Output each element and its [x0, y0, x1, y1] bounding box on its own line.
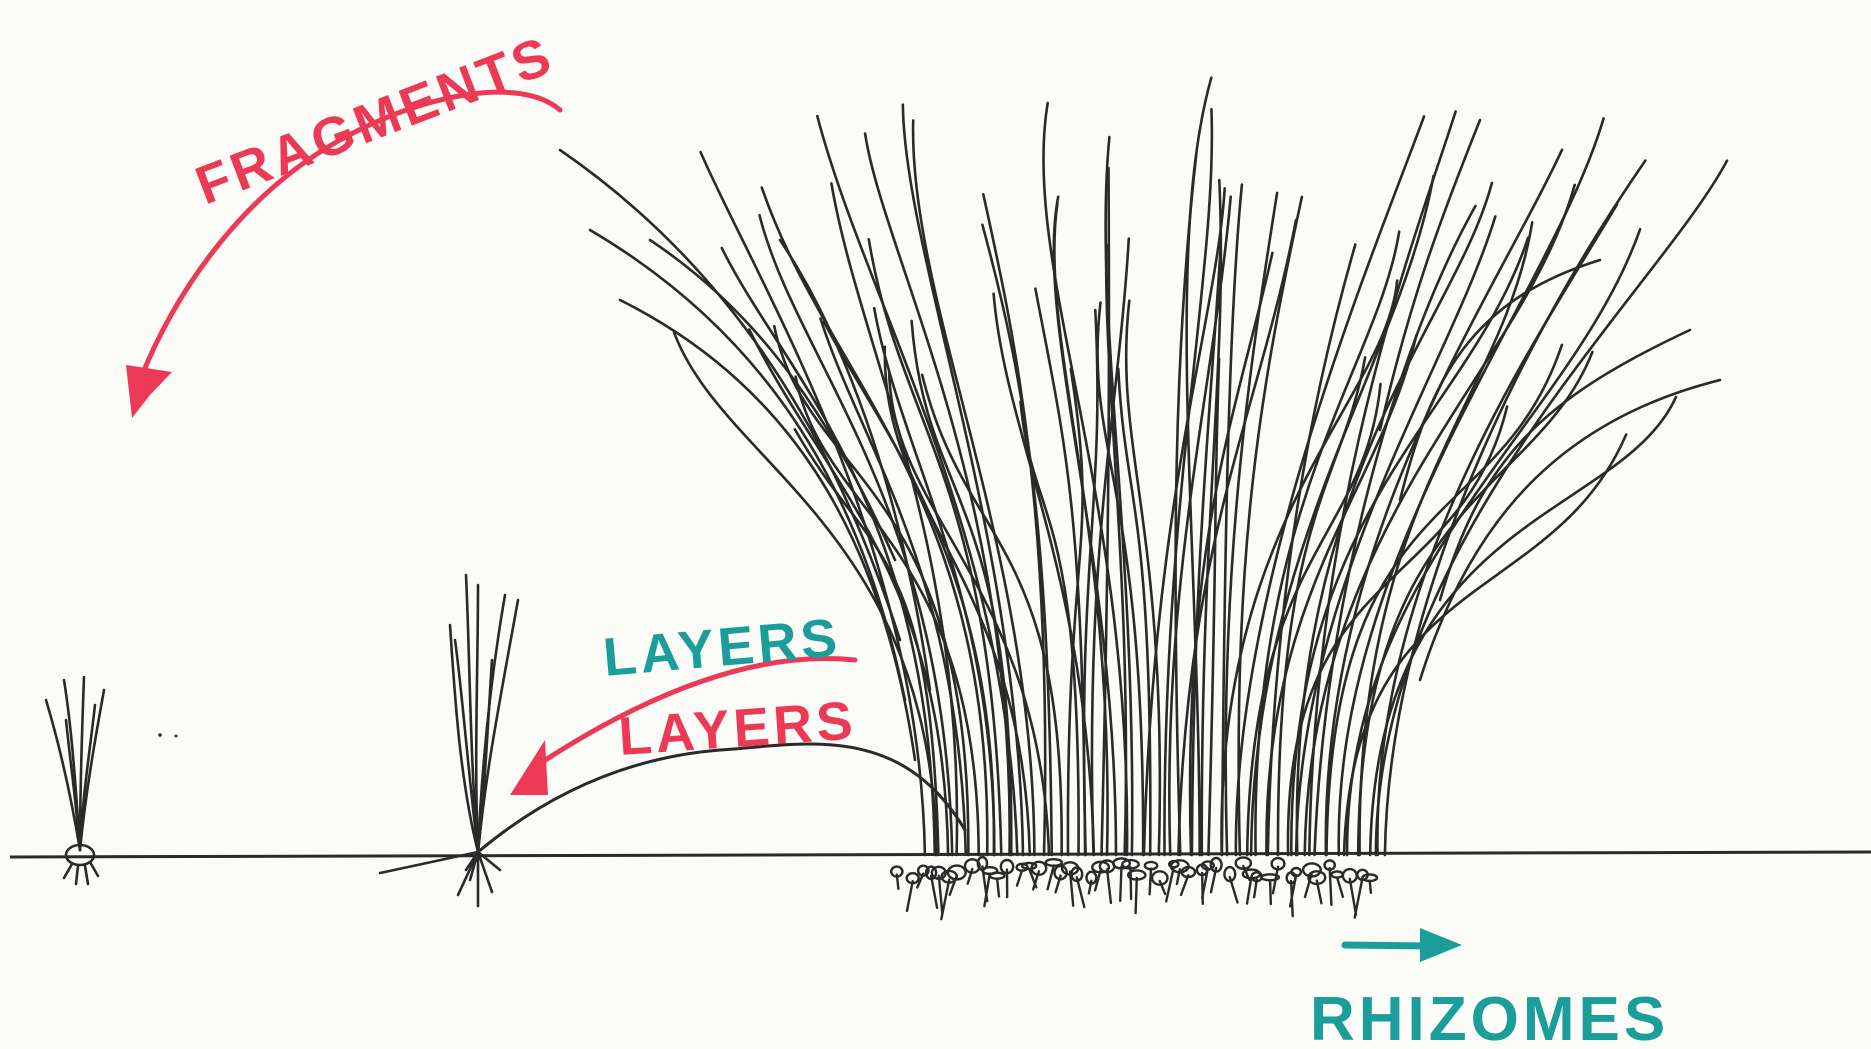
root-strand	[1077, 877, 1085, 907]
fragment-plantlet	[46, 677, 104, 884]
root-strand	[1017, 870, 1022, 885]
root-strand	[1048, 866, 1054, 890]
root-strand	[939, 876, 943, 913]
root-strand	[1337, 878, 1343, 897]
grass-blade	[1385, 161, 1645, 855]
root-strand	[931, 876, 937, 908]
grass-blade	[1400, 260, 1600, 500]
grass-blade	[1380, 120, 1480, 430]
grass-blade	[1370, 397, 1676, 855]
ground-line	[10, 852, 1871, 857]
ink-fleck	[158, 733, 162, 737]
rhizomes-label: RHIZOMES	[1310, 985, 1669, 1049]
root-strand	[907, 881, 913, 911]
fragments-label: FRAGMENTS	[188, 25, 562, 216]
root-strand	[1107, 869, 1111, 903]
root-strand	[1230, 877, 1238, 902]
root-strand	[1270, 880, 1271, 904]
root-strand	[1120, 866, 1121, 900]
grass-blade	[620, 300, 915, 760]
ink-fleck	[175, 735, 178, 738]
root-strand	[1136, 878, 1137, 913]
grass-blade	[1297, 183, 1492, 855]
grass-blade	[1339, 118, 1604, 855]
grass-blade	[1344, 435, 1626, 855]
layers-label-top: LAYERS	[601, 607, 843, 688]
grass-blade	[1358, 352, 1592, 855]
root-strand	[1355, 878, 1363, 918]
root-strand	[1254, 880, 1257, 898]
root-strand	[1350, 879, 1356, 915]
root-strand	[1181, 875, 1188, 895]
root-strand	[1166, 867, 1174, 901]
layered-stem-arc	[478, 744, 965, 852]
root-strand	[897, 875, 899, 889]
root-strand	[1150, 869, 1151, 895]
root-strand	[1370, 881, 1371, 893]
root-strand	[1247, 877, 1251, 904]
clump-rhizome-roots	[891, 857, 1377, 919]
root-strand	[997, 879, 999, 897]
root-strand	[941, 880, 949, 919]
rhizomes-arrow	[1345, 928, 1462, 962]
root-strand	[1202, 873, 1203, 904]
